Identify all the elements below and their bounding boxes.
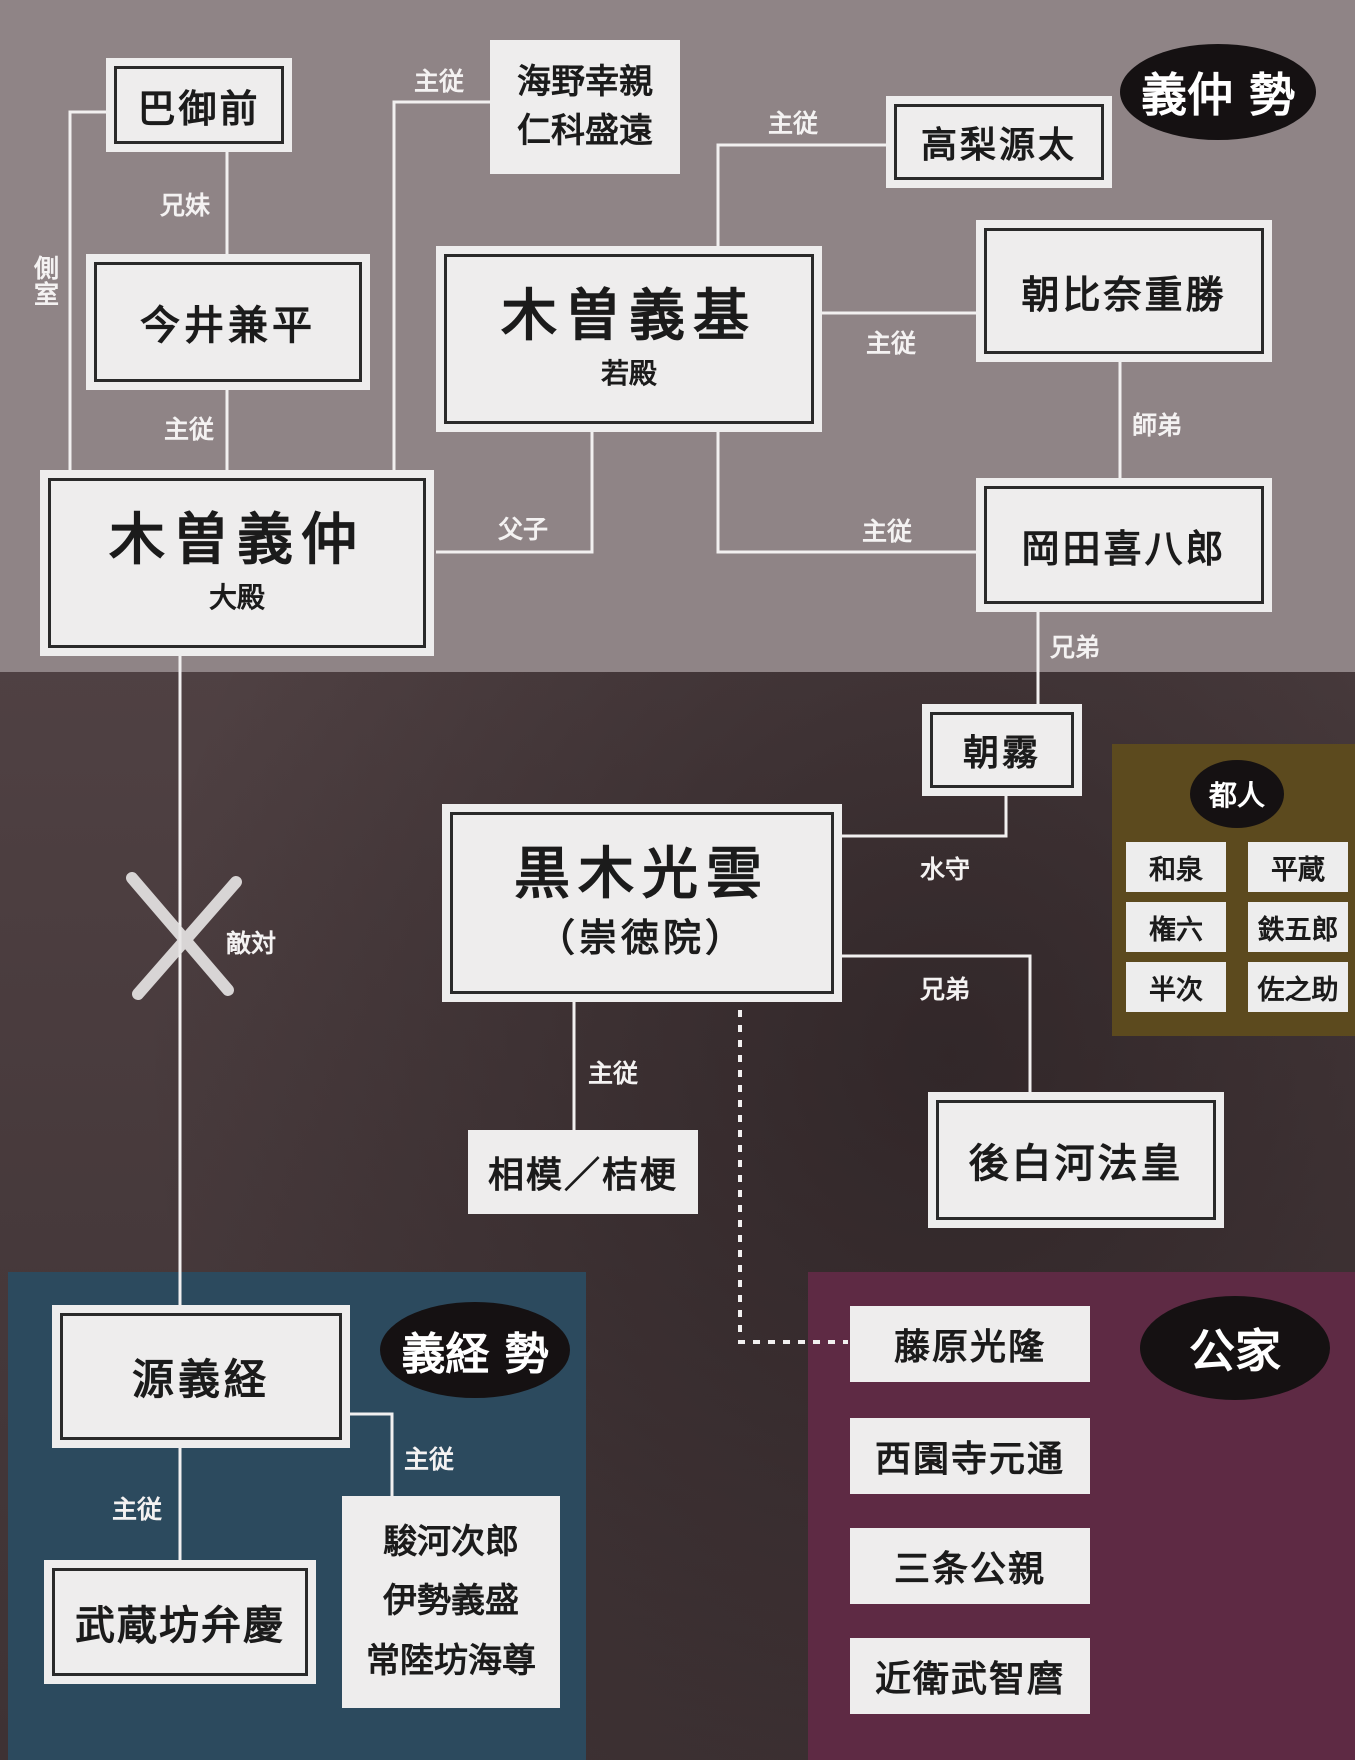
node-yoshinaka: 木曽義仲 大殿 (40, 470, 434, 656)
retainer-name: 常陸坊海尊 (366, 1640, 536, 1681)
node-kaino-nishina: 海野幸親 仁科盛遠 (490, 40, 680, 174)
line-oyako (436, 432, 594, 554)
label-shitei: 師弟 (1132, 411, 1183, 440)
label-shujuu-imai: 主従 (164, 415, 215, 444)
node-yoshitsune-retainers: 駿河次郎 伊勢義盛 常陸坊海尊 (342, 1496, 560, 1708)
miyako-member: 半次 (1126, 962, 1226, 1012)
label-shujuu-kaino: 主従 (414, 67, 465, 96)
line-sokushitsu (68, 110, 108, 470)
line-takanashi (716, 143, 888, 246)
label-shujuu-retainers: 主従 (404, 1445, 455, 1474)
label-kyoudai-asagiri: 兄弟 (1050, 633, 1101, 662)
label-shujuu-takanashi: 主従 (768, 109, 819, 138)
node-tomoe: 巴御前 (106, 58, 292, 152)
kuroki-title: （崇徳院） (536, 916, 747, 961)
yoshinaka-title: 大殿 (208, 580, 265, 614)
line-okada (716, 432, 978, 554)
yoshimoto-name: 木曽義基 (501, 284, 757, 350)
yoshimoto-title: 若殿 (600, 356, 657, 390)
miyako-badge: 都人 (1190, 760, 1284, 828)
node-asagiri: 朝霧 (922, 704, 1082, 796)
miyako-member: 鉄五郎 (1248, 902, 1348, 952)
label-tekitai: 敵対 (226, 929, 277, 958)
node-asahina: 朝比奈重勝 (976, 220, 1272, 362)
label-shujuu-okada: 主従 (862, 517, 913, 546)
node-kuge-member: 三条公親 (850, 1528, 1090, 1604)
label-sokushitsu: 側室 (34, 254, 60, 310)
node-sagami: 相模／桔梗 (468, 1130, 698, 1214)
enmity-cross-icon (126, 872, 242, 1000)
label-kyoudai-imo: 兄妹 (160, 191, 211, 220)
node-yoshitsune: 源義経 (52, 1305, 350, 1448)
node-yoshimoto: 木曽義基 若殿 (436, 246, 822, 432)
node-takanashi: 高梨源太 (886, 96, 1112, 188)
miyako-member: 和泉 (1126, 842, 1226, 892)
kuge-faction-badge: 公家 (1140, 1296, 1330, 1400)
miyako-member: 平蔵 (1248, 842, 1348, 892)
kaino-name: 海野幸親 (517, 61, 653, 102)
line-kuroki-kuge (738, 1010, 848, 1344)
node-okada: 岡田喜八郎 (976, 478, 1272, 612)
retainer-name: 駿河次郎 (383, 1521, 519, 1562)
line-yoshitsune-retainers (350, 1412, 394, 1496)
retainer-name: 伊勢義盛 (383, 1581, 519, 1622)
line-kaino-yoshinaka (392, 100, 490, 470)
line-mizumori (840, 796, 1008, 838)
label-kyoudai-goshirakawa: 兄弟 (920, 975, 971, 1004)
node-kuge-member: 藤原光隆 (850, 1306, 1090, 1382)
miyako-member: 権六 (1126, 902, 1226, 952)
label-oyako: 父子 (498, 515, 549, 544)
miyako-member: 佐之助 (1248, 962, 1348, 1012)
node-benkei: 武蔵坊弁慶 (44, 1560, 316, 1684)
node-kuge-member: 近衛武智麿 (850, 1638, 1090, 1714)
label-shujuu-benkei: 主従 (112, 1495, 163, 1524)
node-imai: 今井兼平 (86, 254, 370, 390)
yoshitsune-faction-badge: 義経 勢 (380, 1302, 570, 1398)
label-mizumori: 水守 (920, 855, 971, 884)
line-kuroki-goshirakawa (840, 954, 1032, 1092)
kuroki-name: 黒木光雲 (514, 841, 770, 907)
label-shujuu-sagami: 主従 (588, 1059, 639, 1088)
nishina-name: 仁科盛遠 (517, 111, 653, 151)
node-goshirakawa: 後白河法皇 (928, 1092, 1224, 1228)
yoshinaka-faction-badge: 義仲 勢 (1120, 44, 1316, 140)
node-kuge-member: 西園寺元通 (850, 1418, 1090, 1494)
node-kuroki: 黒木光雲 （崇徳院） (442, 804, 842, 1002)
label-shujuu-asahina: 主従 (866, 329, 917, 358)
yoshinaka-name: 木曽義仲 (109, 508, 365, 574)
